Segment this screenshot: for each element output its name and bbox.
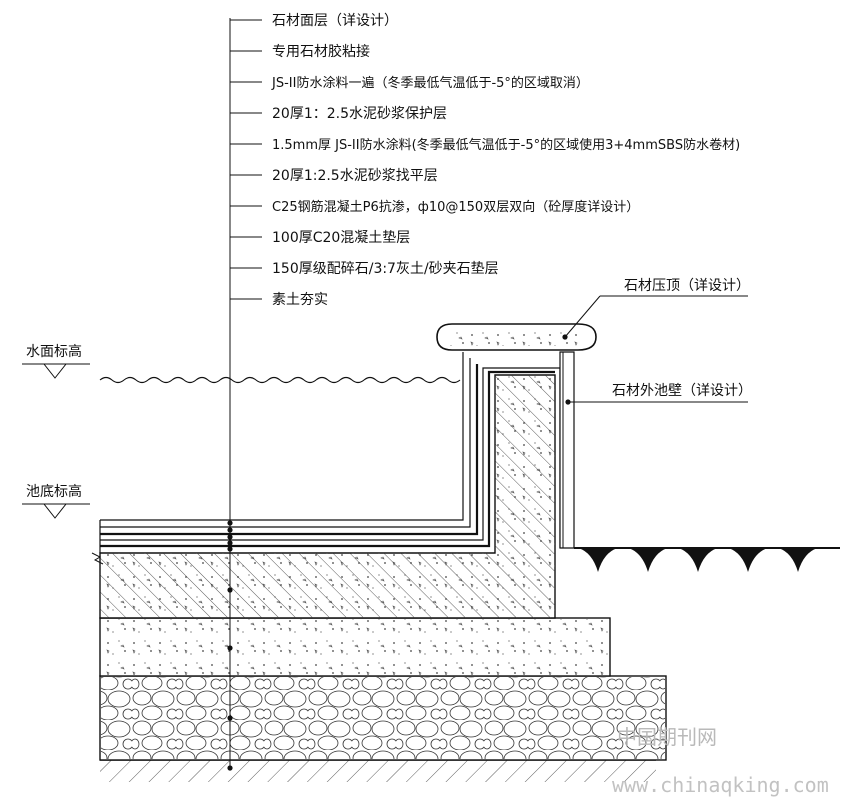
callout-leader — [227, 18, 233, 771]
rc-slab-and-wall — [99, 374, 556, 619]
callout-c20-cushion: 100厚C20混凝土垫层 — [272, 230, 410, 246]
callout-js-coating-once: JS-II防水涂料一遍（冬季最低气温低于-5°的区域取消） — [271, 75, 589, 91]
callout-list: 石材面层（详设计） 专用石材胶粘接 JS-II防水涂料一遍（冬季最低气温低于-5… — [230, 13, 740, 308]
elevation-marker-water: 水面标高 — [22, 343, 90, 379]
watermark-url: www.chinaqking.com — [612, 773, 829, 797]
c20-concrete-cushion-layer — [99, 617, 611, 677]
callout-c25-concrete: C25钢筋混凝土P6抗渗，ф10@150双层双向（砼厚度详设计） — [272, 199, 639, 215]
break-mark — [91, 552, 104, 565]
callout-compacted-soil: 素土夯实 — [272, 292, 328, 308]
water-surface-wave — [99, 376, 461, 384]
right-callout-coping: 石材压顶（详设计） — [562, 278, 750, 340]
ground-line-outside — [574, 547, 840, 572]
pool-bottom-elevation-label: 池底标高 — [26, 483, 82, 500]
watermark-site-name: 中国期刊网 — [617, 725, 717, 749]
stone-coping — [436, 323, 597, 351]
callout-gravel-cushion: 150厚级配碎石/3:7灰土/砂夹石垫层 — [272, 261, 499, 277]
coping-label: 石材压顶（详设计） — [624, 278, 750, 294]
outer-wall-label: 石材外池壁（详设计） — [612, 383, 752, 399]
stone-outer-wall — [559, 351, 575, 549]
callout-stone-surface: 石材面层（详设计） — [272, 13, 398, 29]
water-surface-elevation-label: 水面标高 — [26, 343, 82, 360]
compacted-soil-layer — [100, 759, 656, 782]
elevation-marker-bottom: 池底标高 — [22, 483, 90, 519]
right-callout-outer-wall: 石材外池壁（详设计） — [565, 383, 752, 405]
callout-mortar-leveling: 20厚1:2.5水泥砂浆找平层 — [272, 168, 438, 184]
callout-mortar-protection: 20厚1：2.5水泥砂浆保护层 — [272, 106, 447, 122]
callout-stone-adhesive: 专用石材胶粘接 — [272, 43, 370, 60]
gravel-cushion-layer — [99, 675, 667, 761]
callout-js-coating-1-5mm: 1.5mm厚 JS-II防水涂料(冬季最低气温低于-5°的区域使用3+4mmSB… — [272, 137, 740, 153]
